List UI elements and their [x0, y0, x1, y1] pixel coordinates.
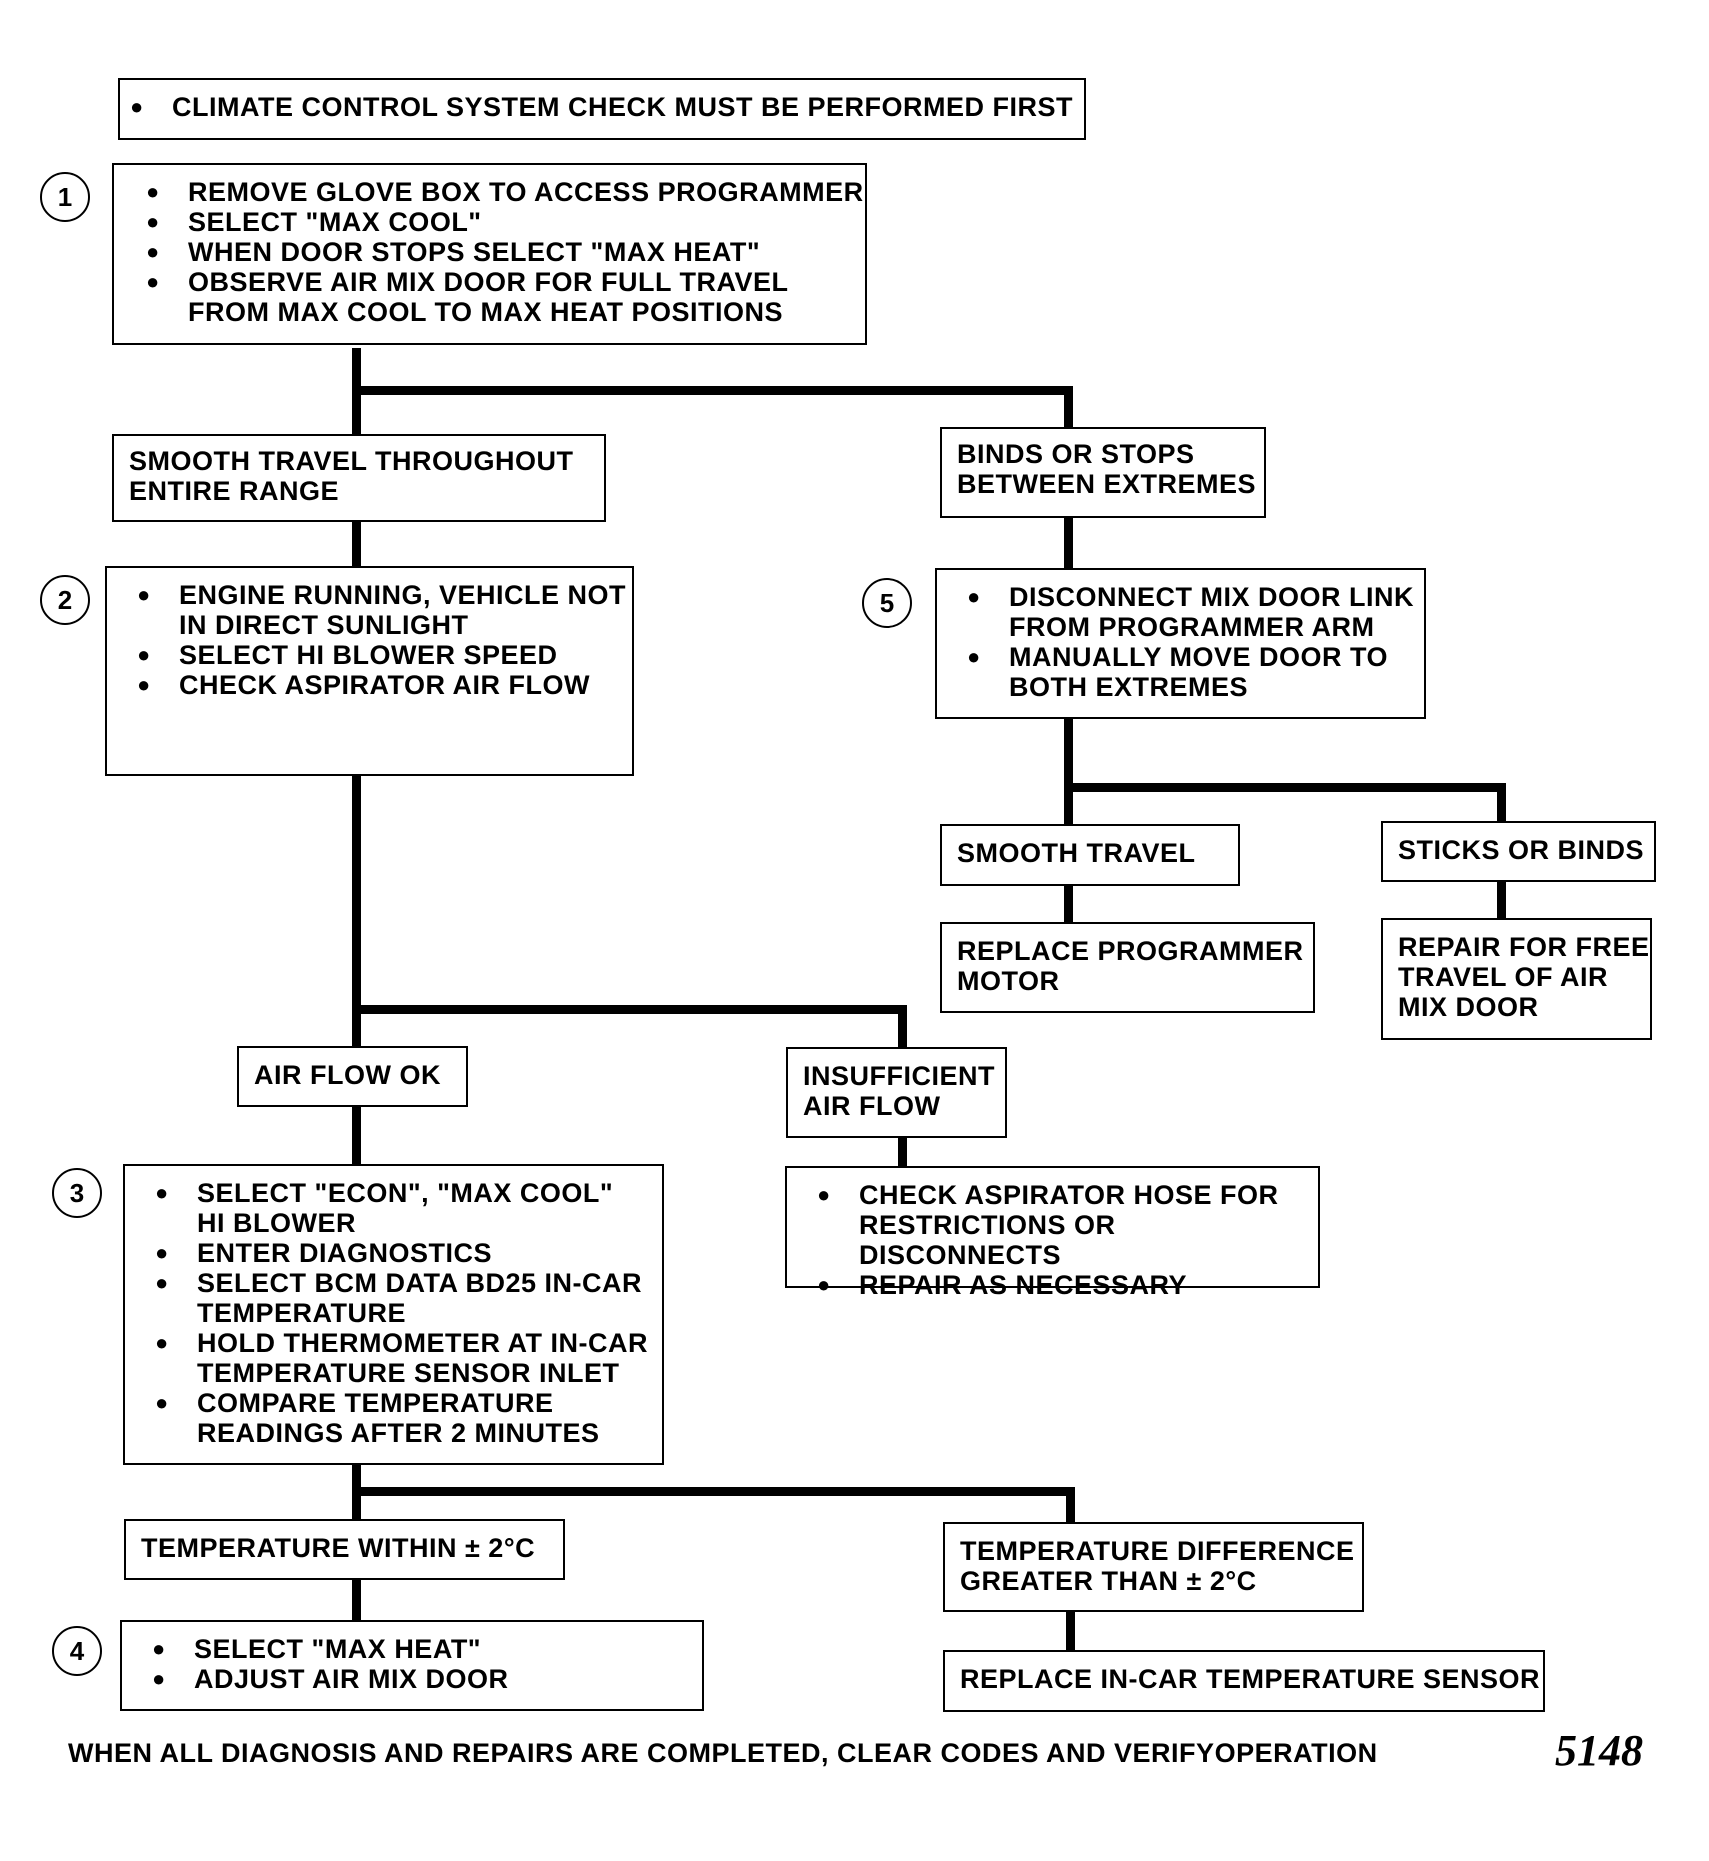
connector-line [352, 1005, 907, 1014]
connector-line [352, 520, 361, 566]
result-binds-or-stops: BINDS OR STOPS BETWEEN EXTREMES [940, 427, 1266, 518]
step-1-marker: 1 [40, 172, 90, 222]
action-text: REPLACE IN-CAR TEMPERATURE SENSOR [960, 1664, 1541, 1694]
prerequisite-text: CLIMATE CONTROL SYSTEM CHECK MUST BE PER… [120, 92, 1084, 122]
connector-line [1066, 1487, 1075, 1526]
step-2-marker: 2 [40, 575, 90, 625]
result-temperature-difference: TEMPERATURE DIFFERENCE GREATER THAN ± 2°… [943, 1522, 1364, 1612]
action-item: CHECK ASPIRATOR HOSE FOR RESTRICTIONS OR… [807, 1180, 1318, 1270]
result-text: SMOOTH TRAVEL [957, 838, 1196, 868]
result-text: INSUFFICIENT AIR FLOW [803, 1061, 995, 1121]
result-air-flow-ok: AIR FLOW OK [237, 1046, 468, 1107]
step-5-item: MANUALLY MOVE DOOR TO BOTH EXTREMES [957, 642, 1424, 702]
step-1-item: SELECT "MAX COOL" [136, 207, 865, 237]
step-3-item: SELECT "ECON", "MAX COOL" HI BLOWER [145, 1178, 662, 1238]
step-1-item: OBSERVE AIR MIX DOOR FOR FULL TRAVEL FRO… [136, 267, 865, 327]
step-4-item: SELECT "MAX HEAT" [142, 1634, 702, 1664]
result-text: STICKS OR BINDS [1398, 835, 1645, 865]
result-text: TEMPERATURE DIFFERENCE GREATER THAN ± 2°… [960, 1536, 1355, 1596]
footer-instruction: WHEN ALL DIAGNOSIS AND REPAIRS ARE COMPL… [68, 1738, 1378, 1768]
result-text: AIR FLOW OK [254, 1060, 441, 1090]
result-insufficient-air-flow: INSUFFICIENT AIR FLOW [786, 1047, 1007, 1138]
connector-line [1064, 717, 1073, 824]
step-3-box: SELECT "ECON", "MAX COOL" HI BLOWER ENTE… [123, 1164, 664, 1465]
connector-line [1066, 1609, 1075, 1652]
step-4-marker: 4 [52, 1626, 102, 1676]
result-temperature-within: TEMPERATURE WITHIN ± 2°C [124, 1519, 565, 1580]
step-2-item: CHECK ASPIRATOR AIR FLOW [127, 670, 632, 700]
step-5-box: DISCONNECT MIX DOOR LINK FROM PROGRAMMER… [935, 568, 1426, 719]
step-5-marker: 5 [862, 578, 912, 628]
connector-line [1064, 783, 1506, 792]
step-3-item: COMPARE TEMPERATURE READINGS AFTER 2 MIN… [145, 1388, 662, 1448]
action-text: REPLACE PROGRAMMER MOTOR [957, 936, 1304, 996]
action-replace-in-car-sensor: REPLACE IN-CAR TEMPERATURE SENSOR [943, 1650, 1545, 1712]
connector-line [352, 1105, 361, 1164]
action-item: REPAIR AS NECESSARY [807, 1270, 1318, 1300]
step-4-item: ADJUST AIR MIX DOOR [142, 1664, 702, 1694]
result-sticks-or-binds: STICKS OR BINDS [1381, 821, 1656, 882]
action-repair-air-mix-door: REPAIR FOR FREE TRAVEL OF AIR MIX DOOR [1381, 918, 1652, 1040]
step-2-box: ENGINE RUNNING, VEHICLE NOT IN DIRECT SU… [105, 566, 634, 776]
step-5-item: DISCONNECT MIX DOOR LINK FROM PROGRAMMER… [957, 582, 1424, 642]
step-3-item: SELECT BCM DATA BD25 IN-CAR TEMPERATURE [145, 1268, 662, 1328]
result-smooth-travel: SMOOTH TRAVEL [940, 824, 1240, 886]
connector-line [352, 386, 1073, 395]
step-1-item: REMOVE GLOVE BOX TO ACCESS PROGRAMMER [136, 177, 865, 207]
step-1-item: WHEN DOOR STOPS SELECT "MAX HEAT" [136, 237, 865, 267]
step-3-item: ENTER DIAGNOSTICS [145, 1238, 662, 1268]
action-check-aspirator-hose: CHECK ASPIRATOR HOSE FOR RESTRICTIONS OR… [785, 1166, 1320, 1300]
connector-line [898, 1135, 907, 1168]
connector-line [352, 1577, 361, 1622]
connector-line [1064, 884, 1073, 924]
step-2-item: SELECT HI BLOWER SPEED [127, 640, 632, 670]
step-4-box: SELECT "MAX HEAT" ADJUST AIR MIX DOOR [120, 1620, 704, 1711]
result-text: BINDS OR STOPS BETWEEN EXTREMES [957, 439, 1257, 499]
result-smooth-travel-range: SMOOTH TRAVEL THROUGHOUT ENTIRE RANGE [112, 434, 606, 522]
action-replace-programmer-motor: REPLACE PROGRAMMER MOTOR [940, 922, 1315, 1013]
connector-line [352, 774, 361, 1048]
step-3-marker: 3 [52, 1168, 102, 1218]
step-1-box: REMOVE GLOVE BOX TO ACCESS PROGRAMMER SE… [112, 163, 867, 345]
connector-line [1064, 386, 1073, 427]
connector-line [1497, 783, 1506, 821]
step-2-item: ENGINE RUNNING, VEHICLE NOT IN DIRECT SU… [127, 580, 632, 640]
figure-code: 5148 [1555, 1726, 1643, 1775]
action-text: REPAIR FOR FREE TRAVEL OF AIR MIX DOOR [1398, 932, 1650, 1022]
connector-line [1497, 880, 1506, 920]
connector-line [1064, 515, 1073, 568]
connector-line [352, 1487, 1075, 1496]
connector-line [898, 1005, 907, 1049]
step-3-item: HOLD THERMOMETER AT IN-CAR TEMPERATURE S… [145, 1328, 662, 1388]
prerequisite-box: CLIMATE CONTROL SYSTEM CHECK MUST BE PER… [118, 78, 1086, 140]
result-text: SMOOTH TRAVEL THROUGHOUT ENTIRE RANGE [129, 446, 574, 506]
result-text: TEMPERATURE WITHIN ± 2°C [141, 1533, 536, 1563]
